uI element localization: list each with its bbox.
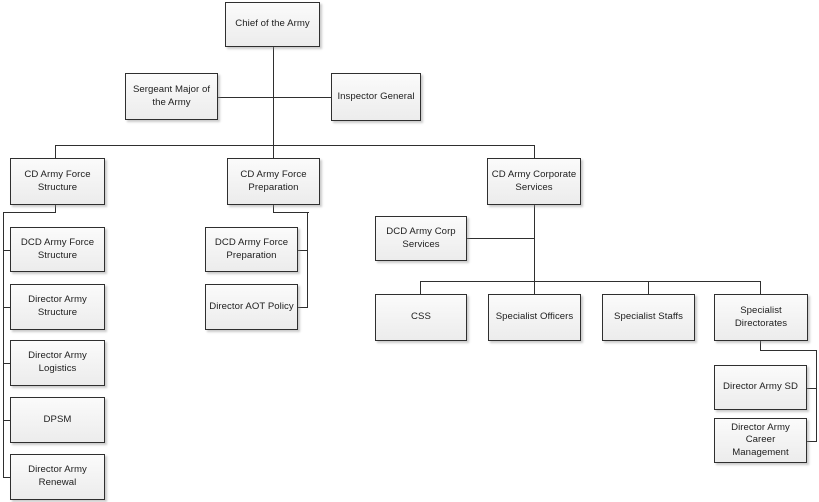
node-label: Director Army Renewal [28,464,87,488]
connector-stub-director-army-logistics [3,363,11,365]
node-label: CD Army Corporate Services [491,168,577,193]
connector-drop-to-specialist-officers [534,281,536,294]
node-sergeant-major-of-the-army[interactable]: Sergeant Major of the Army [125,73,218,120]
connector-stub-dcd-force-preparation [298,249,308,251]
node-label: Director Army Logistics [28,350,87,374]
node-dcd-army-force-structure[interactable]: DCD Army Force Structure [10,227,105,272]
node-director-aot-policy[interactable]: Director AOT Policy [205,284,298,330]
node-label: Director Army Structure [28,294,87,318]
node-specialist-officers[interactable]: Specialist Officers [488,294,581,341]
node-label: CSS [411,311,431,323]
node-director-army-logistics[interactable]: Director Army Logistics [10,340,105,386]
connector-stub-director-army-structure [3,307,11,309]
connector-force-preparation-stem [272,205,274,212]
connector-drop-to-cd-corporate-services [534,145,536,158]
connector-level4-distribution-bar [420,281,761,283]
node-dcd-army-corp-services[interactable]: DCD Army Corp Services [375,216,467,261]
connector-specialist-directorates-stem [760,341,762,350]
connector-drop-to-specialist-staffs [648,281,650,294]
node-director-army-career-management[interactable]: Director Army Career Management [714,418,807,463]
connector-specialist-directorates-elbow [760,349,817,351]
connector-trunk-to-inspector-general [272,96,332,98]
connector-drop-to-css [420,281,422,294]
connector-corporate-services-spine [534,205,536,294]
node-dcd-army-force-preparation[interactable]: DCD Army Force Preparation [205,227,298,272]
connector-force-structure-elbow [3,211,56,213]
node-director-army-structure[interactable]: Director Army Structure [10,284,105,330]
connector-force-structure-stem [55,205,57,212]
node-label: Inspector General [337,90,415,102]
node-cd-army-force-structure[interactable]: CD Army Force Structure [10,158,105,205]
connector-specialist-directorates-spine [816,349,818,442]
connector-stub-dcd-force-structure [3,249,11,251]
node-label: DPSM [43,413,72,425]
connector-sergeant-major-to-trunk [218,96,273,98]
connector-force-preparation-spine [307,211,309,308]
node-label: Director Army SD [723,381,798,393]
node-specialist-staffs[interactable]: Specialist Staffs [602,294,695,341]
node-label: Specialist Officers [495,311,574,323]
connector-stub-director-army-sd [807,387,817,389]
node-chief-of-the-army[interactable]: Chief of the Army [225,2,320,47]
node-label: Director AOT Policy [209,300,294,312]
node-label: Specialist Directorates [734,304,788,329]
node-director-army-sd[interactable]: Director Army SD [714,365,807,410]
node-label: Sergeant Major of the Army [132,83,211,108]
connector-drop-to-cd-force-structure [55,145,57,158]
connector-stub-director-aot-policy [298,307,308,309]
connector-stub-director-army-renewal [3,476,11,478]
node-label: Specialist Staffs [614,311,683,323]
node-specialist-directorates[interactable]: Specialist Directorates [714,294,808,341]
connector-chief-trunk [272,47,274,145]
node-label: DCD Army Corp Services [386,225,456,250]
connector-stub-dcd-corp-services [467,238,535,240]
connector-drop-to-specialist-directorates [760,281,762,294]
node-inspector-general[interactable]: Inspector General [331,73,421,121]
node-label: DCD Army Force Preparation [214,236,289,261]
connector-stub-director-army-career-management [807,441,817,443]
connector-level3-distribution-bar [55,145,535,147]
node-cd-army-corporate-services[interactable]: CD Army Corporate Services [487,158,581,205]
connector-drop-to-cd-force-preparation [272,145,274,158]
connector-stub-dpsm [3,420,11,422]
node-label: Chief of the Army [235,18,310,30]
node-label: CD Army Force Preparation [240,168,307,193]
node-director-army-renewal[interactable]: Director Army Renewal [10,454,105,500]
node-label: Director Army Career Management [731,421,790,458]
node-cd-army-force-preparation[interactable]: CD Army Force Preparation [227,158,320,205]
connector-force-structure-spine [3,211,5,477]
node-label: DCD Army Force Structure [20,236,95,261]
node-label: CD Army Force Structure [24,168,91,193]
connector-force-preparation-elbow [272,211,309,213]
node-dpsm[interactable]: DPSM [10,397,105,443]
node-css[interactable]: CSS [375,294,467,341]
